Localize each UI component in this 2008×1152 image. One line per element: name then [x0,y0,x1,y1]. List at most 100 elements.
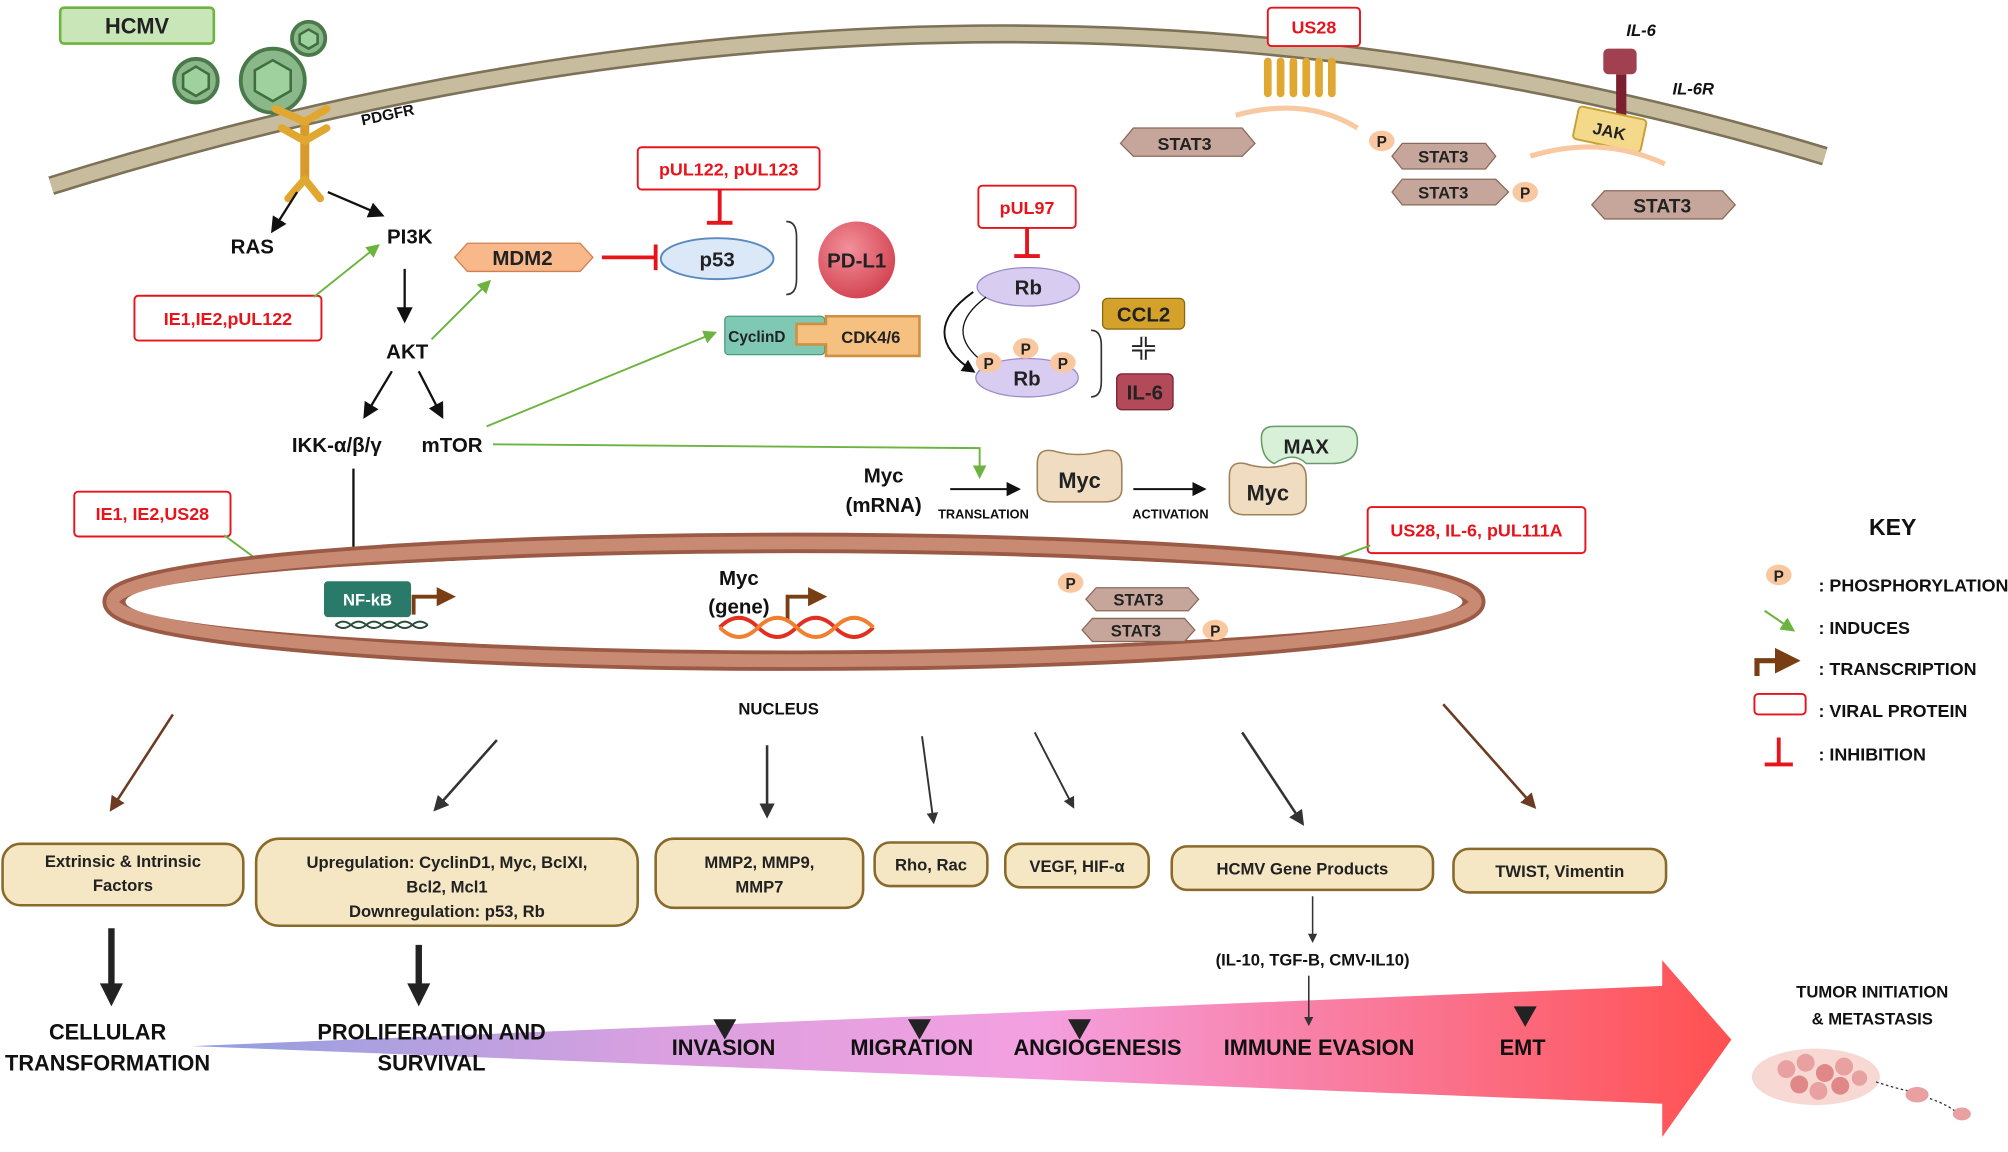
arrow-nucleus-outcome-5 [1033,731,1075,809]
pul97-viral-box: pUL97 [977,184,1077,229]
svg-text:P: P [1021,342,1031,359]
svg-text:P: P [1058,356,1068,373]
hallmark-6: IMMUNE EVASION [1224,1035,1415,1060]
plus-icon [1132,336,1156,360]
il6r-membrane-label: IL-6R [1672,80,1714,99]
ie1-ie2-pul122-viral-box: IE1,IE2,pUL122 [133,294,323,342]
rb-phospho-box: P P P Rb [975,338,1079,398]
stat3-nucleus-1: STAT3 [1085,587,1200,612]
il6-membrane-label: IL-6 [1626,21,1656,40]
phospho-p-1: P [1368,130,1395,151]
hallmark-3: INVASION [672,1035,776,1060]
outcome-box-text-3a: MMP2, MMP9, [704,853,814,872]
svg-text:P: P [983,356,993,373]
stat3-label-2: STAT3 [1418,148,1468,167]
tumor-label-1: TUMOR INITIATION [1796,982,1948,1001]
nfkb-label: NF-kB [343,591,392,610]
translation-label: TRANSLATION [938,507,1029,522]
pdgfr-receptor-icon [271,104,331,203]
myc-gene-label-1: Myc [719,567,759,590]
stat3-shape-3: STAT3 [1391,178,1510,206]
outcome-box-2: Upregulation: CyclinD1, Myc, BclXI, Bcl2… [254,837,640,928]
arrow-akt-mdm2 [430,279,492,340]
cell-membrane-inner [49,26,1827,193]
arrow-receptor-ras [271,191,299,234]
phospho-p-nuc-1: P [1057,572,1084,593]
svg-text:P: P [1520,185,1530,202]
max-box: MAX [1260,425,1359,465]
dna-strand-nfkb-2 [334,620,429,629]
arrow-mtor-cyclind [486,330,718,428]
myc-protein-label: Myc [1058,468,1100,493]
ras-label: RAS [231,236,274,259]
myc-mrna-label-1: Myc [864,465,904,488]
myc-gene-label-2: (gene) [708,595,769,618]
max-label: MAX [1283,435,1329,458]
cyclind-label: CyclinD [728,329,785,346]
rb-label: Rb [1015,276,1042,299]
key-inhibition-label: : INHIBITION [1818,745,1925,765]
inhibit-mdm2-p53 [601,244,658,271]
ie1-ie2-us28-label: IE1, IE2,US28 [96,504,210,524]
mdm2-label: MDM2 [492,247,552,270]
hallmark-2a: PROLIFERATION AND [317,1020,545,1045]
arrow-akt-ikk [363,370,393,419]
arrow-nucleus-outcome-6 [1241,731,1305,826]
ie1-ie2-us28-viral-box: IE1, IE2,US28 [73,490,232,538]
stat3-nucleus-label-2: STAT3 [1111,621,1161,640]
key-viral-protein-label: : VIRAL PROTEIN [1818,701,1967,721]
stat3-label-1: STAT3 [1158,134,1212,154]
rb-box: Rb [976,266,1081,307]
outcome-box-text-1b: Factors [93,876,153,895]
pul122-pul123-label: pUL122, pUL123 [659,159,798,179]
nucleus-label: NUCLEUS [738,699,818,718]
phospho-p-nuc-2: P [1202,619,1229,640]
us28-il6-pul111a-label: US28, IL-6, pUL111A [1390,520,1562,540]
key-title: KEY [1869,514,1916,540]
pul122-pul123-viral-box: pUL122, pUL123 [636,146,821,191]
outcome-box-3: MMP2, MMP9, MMP7 [654,837,865,910]
outcome-box-text-1a: Extrinsic & Intrinsic [45,852,201,871]
stat3-shape-1: STAT3 [1119,127,1256,157]
stat3-label-4: STAT3 [1633,197,1691,218]
myc-mrna-label-2: (mRNA) [846,494,922,517]
cdk46-label: CDK4/6 [841,328,900,347]
pdl1-label: PD-L1 [827,250,886,273]
svg-text:P: P [1377,134,1387,151]
mtor-label: mTOR [422,434,483,457]
stat3-shape-4: STAT3 [1590,190,1737,220]
nucleus-membrane [106,536,1482,668]
activation-label: ACTIVATION [1132,507,1208,522]
hcmv-label-box: HCMV [58,6,216,45]
hallmark-2b: SURVIVAL [378,1050,486,1075]
cycle-arrow [943,291,976,373]
outcome-box-4: Rho, Rac [873,841,989,888]
pdl1-ball: PD-L1 [818,221,896,299]
key-viral-protein-icon [1753,693,1807,716]
outcome-box-text-4: Rho, Rac [895,856,967,875]
hallmark-arrows [99,909,1537,1040]
stat3-shape-2: STAT3 [1391,142,1497,170]
myc-max-label: Myc [1247,481,1289,506]
pi3k-label: PI3K [387,225,433,248]
key-transcription-label: : TRANSCRIPTION [1818,659,1976,679]
jak-box: JAK [1572,105,1648,154]
tumor-cells-icon [1751,1048,1971,1121]
il6-cytokine-label: IL-6 [1127,381,1163,404]
key-phosphorylation-icon: P [1765,564,1792,585]
inhibit-pul97-rb [1014,227,1040,259]
mdm2-box: MDM2 [453,242,594,273]
key-inhibition-icon [1764,737,1793,767]
arrow-nucleus-outcome-2 [433,739,498,812]
dna-helix-icon [718,615,875,639]
arrow-nucleus-outcome-1 [109,713,174,812]
nfkb-box: NF-kB [323,581,412,618]
ikk-label: IKK-α/β/γ [292,434,383,457]
us28-receptor-icon [1263,57,1336,98]
stat3-nucleus-2: STAT3 [1081,617,1196,643]
p53-box: p53 [659,237,775,281]
cycle-arrow-inner [962,296,987,363]
outcome-box-text-3b: MMP7 [735,877,783,896]
rb-phospho-label: Rb [1013,367,1040,390]
arrow-receptor-pi3k [327,191,385,218]
